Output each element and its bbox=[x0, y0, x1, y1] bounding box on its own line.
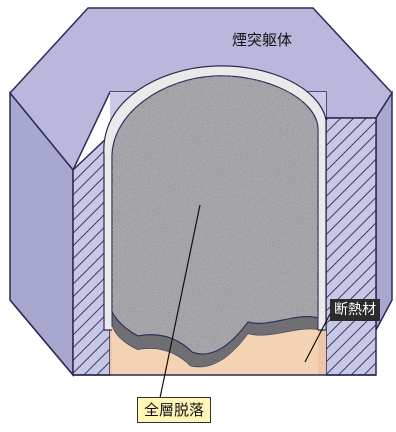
insulation-label: 断熱材 bbox=[330, 299, 380, 321]
chimney-right-side bbox=[376, 93, 392, 330]
chimney-body-label: 煙突躯体 bbox=[232, 30, 292, 50]
chimney-right-wall-section bbox=[326, 118, 376, 375]
full-layer-fall-label: 全層脱落 bbox=[137, 397, 211, 423]
